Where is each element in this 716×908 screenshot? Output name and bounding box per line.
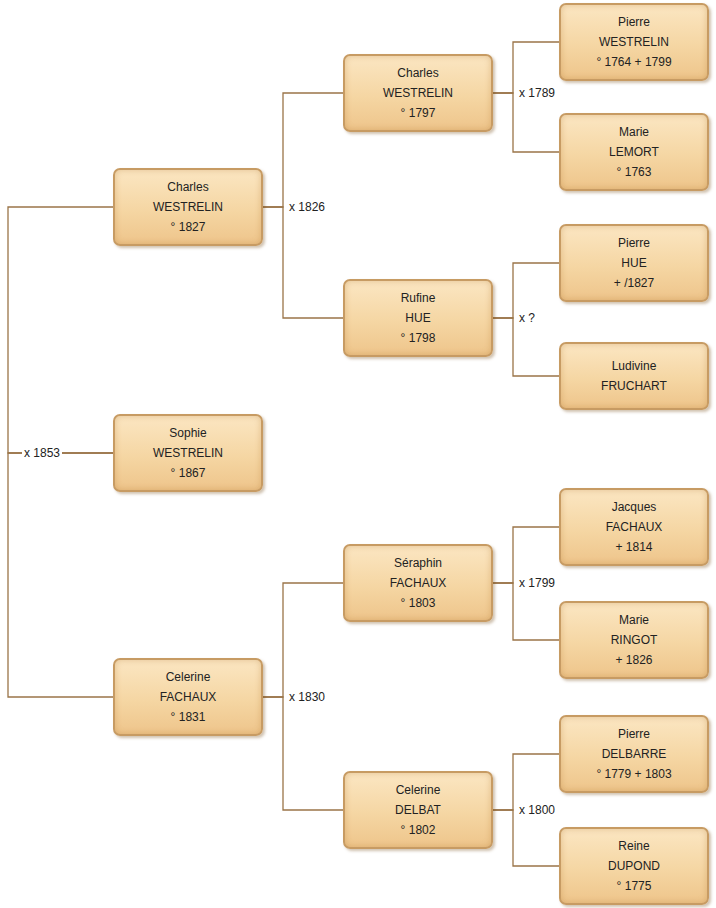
- given-name: Ludivine: [575, 356, 693, 376]
- marriage-label: x 1789: [517, 86, 557, 100]
- person-card: ReineDUPOND° 1775: [559, 827, 709, 905]
- surname: HUE: [575, 253, 693, 273]
- given-name: Rufine: [359, 288, 477, 308]
- surname: DUPOND: [575, 856, 693, 876]
- life-dates: ° 1775: [575, 876, 693, 896]
- surname: WESTRELIN: [129, 443, 247, 463]
- lineage-connector: [263, 207, 343, 318]
- surname: FACHAUX: [359, 573, 477, 593]
- life-dates: + /1827: [575, 273, 693, 293]
- life-dates: ° 1764 + 1799: [575, 52, 693, 72]
- surname: FACHAUX: [575, 517, 693, 537]
- life-dates: ° 1827: [129, 217, 247, 237]
- given-name: Marie: [575, 122, 693, 142]
- surname: WESTRELIN: [129, 197, 247, 217]
- given-name: Jacques: [575, 497, 693, 517]
- lineage-connector: [263, 583, 343, 697]
- person-card: CelerineDELBAT° 1802: [343, 771, 493, 849]
- given-name: Charles: [129, 177, 247, 197]
- given-name: Charles: [359, 63, 477, 83]
- life-dates: ° 1798: [359, 328, 477, 348]
- lineage-connector: [493, 754, 559, 810]
- given-name: Celerine: [129, 667, 247, 687]
- lineage-connector: [493, 93, 559, 152]
- life-dates: + 1826: [575, 650, 693, 670]
- life-dates: ° 1763: [575, 162, 693, 182]
- marriage-label: x 1830: [287, 690, 327, 704]
- lineage-connector: [263, 93, 343, 207]
- surname: DELBARRE: [575, 744, 693, 764]
- marriage-label: x 1853: [22, 446, 62, 460]
- person-card: PierreHUE+ /1827: [559, 224, 709, 302]
- surname: HUE: [359, 308, 477, 328]
- given-name: Celerine: [359, 780, 477, 800]
- surname: WESTRELIN: [575, 32, 693, 52]
- marriage-label: x ?: [517, 311, 537, 325]
- given-name: Marie: [575, 610, 693, 630]
- given-name: Séraphin: [359, 553, 477, 573]
- surname: FACHAUX: [129, 687, 247, 707]
- life-dates: ° 1831: [129, 707, 247, 727]
- given-name: Sophie: [129, 423, 247, 443]
- given-name: Reine: [575, 836, 693, 856]
- lineage-connector: [493, 263, 559, 318]
- given-name: Pierre: [575, 12, 693, 32]
- life-dates: ° 1803: [359, 593, 477, 613]
- surname: DELBAT: [359, 800, 477, 820]
- life-dates: ° 1797: [359, 103, 477, 123]
- lineage-connector: [493, 527, 559, 583]
- person-card: SophieWESTRELIN° 1867: [113, 414, 263, 492]
- lineage-connector: [493, 810, 559, 866]
- surname: FRUCHART: [575, 376, 693, 396]
- marriage-label: x 1800: [517, 803, 557, 817]
- surname: LEMORT: [575, 142, 693, 162]
- marriage-label: x 1826: [287, 200, 327, 214]
- person-card: SéraphinFACHAUX° 1803: [343, 544, 493, 622]
- lineage-connector: [493, 318, 559, 376]
- lineage-connector: [8, 453, 113, 697]
- surname: WESTRELIN: [359, 83, 477, 103]
- person-card: MarieRINGOT+ 1826: [559, 601, 709, 679]
- lineage-connector: [263, 697, 343, 810]
- person-card: CharlesWESTRELIN° 1827: [113, 168, 263, 246]
- person-card: RufineHUE° 1798: [343, 279, 493, 357]
- lineage-connector: [493, 583, 559, 640]
- person-card: JacquesFACHAUX+ 1814: [559, 488, 709, 566]
- given-name: Pierre: [575, 724, 693, 744]
- person-card: CelerineFACHAUX° 1831: [113, 658, 263, 736]
- life-dates: + 1814: [575, 537, 693, 557]
- life-dates: ° 1779 + 1803: [575, 764, 693, 784]
- lineage-connector: [8, 207, 113, 453]
- person-card: PierreDELBARRE° 1779 + 1803: [559, 715, 709, 793]
- person-card: LudivineFRUCHART: [559, 342, 709, 410]
- person-card: CharlesWESTRELIN° 1797: [343, 54, 493, 132]
- marriage-label: x 1799: [517, 576, 557, 590]
- person-card: PierreWESTRELIN° 1764 + 1799: [559, 3, 709, 81]
- life-dates: ° 1867: [129, 463, 247, 483]
- given-name: Pierre: [575, 233, 693, 253]
- life-dates: ° 1802: [359, 820, 477, 840]
- surname: RINGOT: [575, 630, 693, 650]
- person-card: MarieLEMORT° 1763: [559, 113, 709, 191]
